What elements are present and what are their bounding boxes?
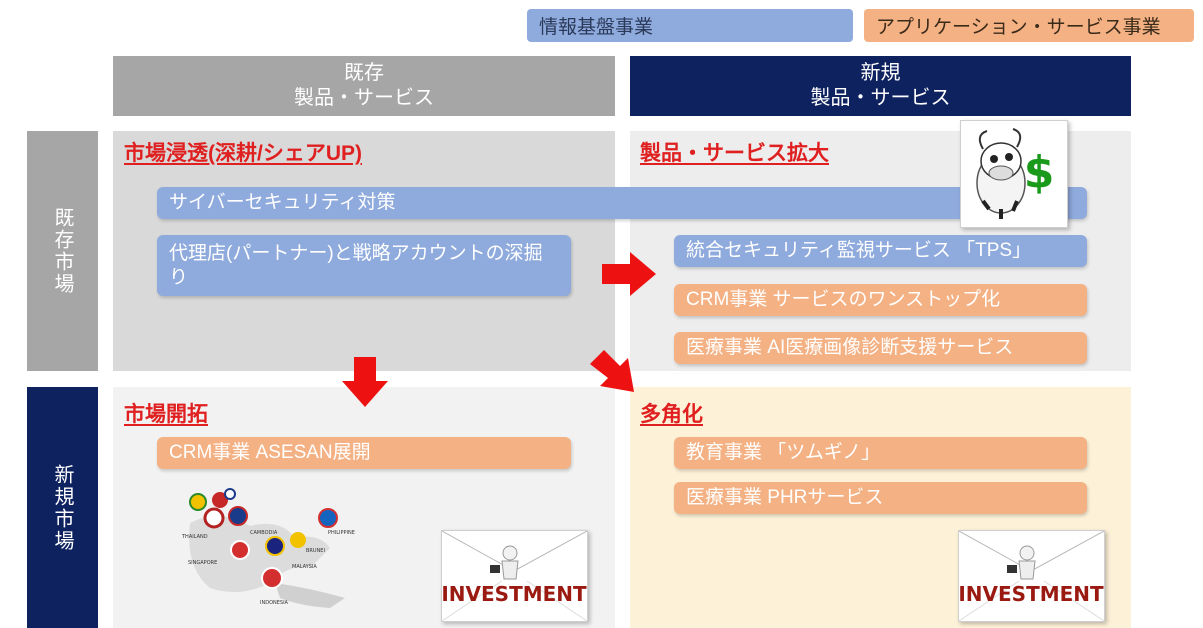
column-header-existing-line1: 既存 bbox=[344, 62, 384, 84]
investment-image-left: INVESTMENT bbox=[441, 530, 588, 622]
asean-map-icon: THAILAND CAMBODIA PHILIPPINE SINGAPORE M… bbox=[181, 488, 355, 608]
column-header-new-line2: 製品・サービス bbox=[810, 87, 951, 109]
map-label-singapore: SINGAPORE bbox=[188, 560, 217, 566]
cash-cow-image: $ bbox=[960, 120, 1068, 228]
map-label-malaysia: MALAYSIA bbox=[292, 564, 317, 570]
quadrant-title-penetration: 市場浸透(深耕/シェアUP) bbox=[124, 142, 362, 165]
arrow-right-icon bbox=[602, 252, 656, 296]
map-label-brunei: BRUNEI bbox=[306, 548, 325, 554]
item-agency: 代理店(パートナー)と戦略アカウントの深掘り bbox=[157, 235, 571, 296]
arrow-down-icon bbox=[342, 357, 388, 407]
column-header-existing-line2: 製品・サービス bbox=[294, 87, 434, 109]
investment-icon: INVESTMENT bbox=[441, 530, 588, 622]
arrow-diagonal-icon bbox=[590, 350, 634, 392]
legend-app: アプリケーション・サービス事業 bbox=[864, 9, 1194, 42]
row-header-existing: 既存市場 bbox=[27, 131, 98, 371]
item-tps: 統合セキュリティ監視サービス 「TPS」 bbox=[674, 235, 1087, 267]
quadrant-title-market-development: 市場開拓 bbox=[124, 403, 208, 426]
item-education: 教育事業 「ツムギノ」 bbox=[674, 437, 1087, 469]
map-label-cambodia: CAMBODIA bbox=[250, 530, 278, 536]
cash-cow-icon: $ bbox=[976, 128, 1055, 219]
column-header-new-line1: 新規 bbox=[860, 62, 901, 84]
row-header-new: 新規市場 bbox=[27, 387, 98, 628]
column-header-existing: 既存 製品・サービス bbox=[113, 56, 615, 116]
item-cyber-security: サイバーセキュリティ対策 bbox=[157, 187, 1087, 219]
row-header-existing-label: 既存市場 bbox=[51, 207, 73, 295]
investment-text-left: INVESTMENT bbox=[442, 582, 587, 606]
column-header-new: 新規 製品・サービス bbox=[630, 56, 1131, 116]
investment-image-right: INVESTMENT bbox=[958, 530, 1105, 622]
row-header-new-label: 新規市場 bbox=[51, 463, 73, 552]
investment-icon: INVESTMENT bbox=[958, 530, 1105, 622]
item-crm-onestop: CRM事業 サービスのワンストップ化 bbox=[674, 284, 1087, 316]
legend-infra: 情報基盤事業 bbox=[527, 9, 853, 42]
svg-text:$: $ bbox=[1024, 147, 1055, 198]
map-label-indonesia: INDONESIA bbox=[260, 600, 289, 606]
investment-text-right: INVESTMENT bbox=[959, 582, 1104, 606]
quadrant-title-product-expansion: 製品・サービス拡大 bbox=[640, 142, 829, 165]
asean-map-image: THAILAND CAMBODIA PHILIPPINE SINGAPORE M… bbox=[180, 488, 360, 613]
item-medical-ai: 医療事業 AI医療画像診断支援サービス bbox=[674, 332, 1087, 364]
quadrant-title-diversification: 多角化 bbox=[640, 403, 703, 426]
map-label-philippine: PHILIPPINE bbox=[328, 530, 355, 536]
map-label-thailand: THAILAND bbox=[181, 534, 208, 540]
item-crm-asean: CRM事業 ASESAN展開 bbox=[157, 437, 571, 469]
item-phr: 医療事業 PHRサービス bbox=[674, 482, 1087, 514]
